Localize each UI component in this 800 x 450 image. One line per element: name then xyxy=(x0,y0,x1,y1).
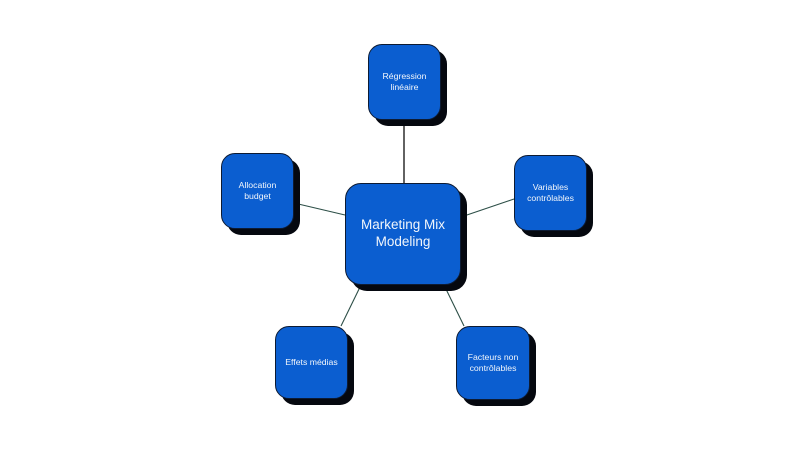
node-variables-controlables[interactable]: Variables contrôlables xyxy=(514,155,587,231)
node-label-facteurs-non-controlables: Facteurs non contrôlables xyxy=(467,352,519,373)
node-facteurs-non-controlables[interactable]: Facteurs non contrôlables xyxy=(456,326,530,400)
connector-center-to-variables-controlables xyxy=(460,198,515,218)
node-marketing-mix-modeling[interactable]: Marketing Mix Modeling xyxy=(345,183,461,285)
node-allocation-budget[interactable]: Allocation budget xyxy=(221,153,294,229)
node-regression-lineaire[interactable]: Régression linéaire xyxy=(368,44,441,120)
connector-center-to-allocation-budget xyxy=(293,202,346,216)
connector-center-to-effets-medias xyxy=(340,284,362,327)
node-label-effets-medias: Effets médias xyxy=(285,357,338,368)
connector-center-to-facteurs-non-controlables xyxy=(443,284,465,327)
node-label-variables-controlables: Variables contrôlables xyxy=(527,182,574,203)
node-label-allocation-budget: Allocation budget xyxy=(238,180,277,201)
node-effets-medias[interactable]: Effets médias xyxy=(275,326,348,399)
node-label-regression-lineaire: Régression linéaire xyxy=(382,71,427,92)
node-label-marketing-mix-modeling: Marketing Mix Modeling xyxy=(360,217,446,249)
